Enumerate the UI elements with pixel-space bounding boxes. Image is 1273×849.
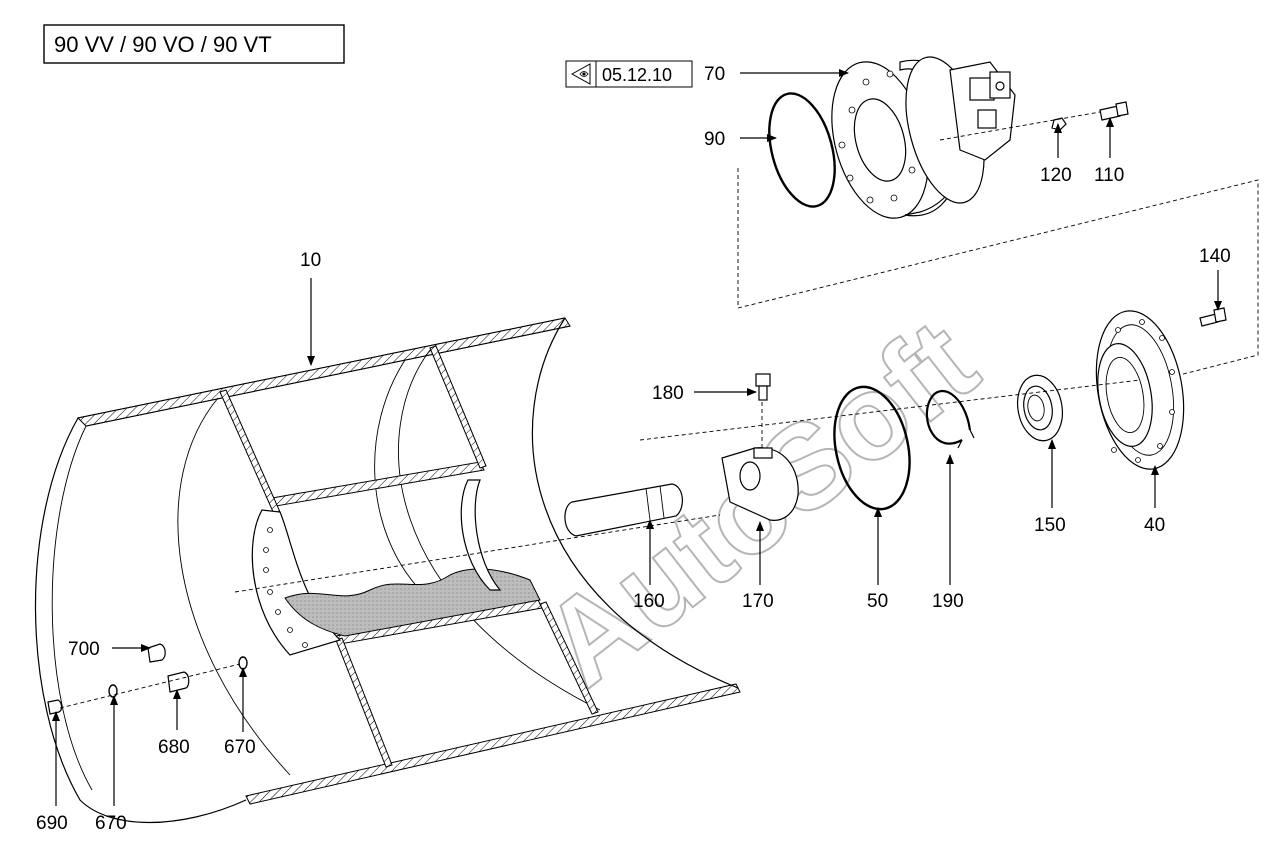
label-70: 70 bbox=[704, 64, 725, 85]
title-box: 90 VV / 90 VO / 90 VT bbox=[43, 24, 345, 64]
label-190: 190 bbox=[932, 591, 964, 612]
title-text: 90 VV / 90 VO / 90 VT bbox=[54, 32, 272, 57]
o-ring-90 bbox=[768, 92, 836, 208]
label-40: 40 bbox=[1144, 515, 1165, 536]
shaft-160 bbox=[564, 483, 683, 537]
label-110: 110 bbox=[1094, 165, 1124, 186]
label-90: 90 bbox=[704, 129, 725, 150]
hydraulic-motor bbox=[831, 56, 1016, 219]
label-180: 180 bbox=[652, 383, 684, 404]
label-160: 160 bbox=[633, 591, 665, 612]
label-140: 140 bbox=[1199, 246, 1231, 267]
reference-tag: 05.12.10 bbox=[565, 60, 693, 88]
washer-670b bbox=[108, 684, 118, 698]
plug-700 bbox=[147, 643, 166, 663]
label-150: 150 bbox=[1034, 515, 1066, 536]
reference-text: 05.12.10 bbox=[602, 65, 672, 85]
label-10: 10 bbox=[300, 250, 321, 271]
o-ring-50 bbox=[833, 385, 911, 511]
washer-670a bbox=[238, 656, 248, 670]
circlip-190 bbox=[925, 389, 975, 449]
part-labels: 10 70 90 120 110 140 180 150 40 160 170 … bbox=[36, 64, 1231, 834]
label-670-b: 670 bbox=[95, 813, 127, 834]
label-120: 120 bbox=[1040, 165, 1072, 186]
label-50: 50 bbox=[867, 591, 888, 612]
bearing-flange-40 bbox=[1095, 310, 1185, 470]
clamp-170 bbox=[721, 447, 799, 521]
label-700: 700 bbox=[68, 639, 100, 660]
drum-shell bbox=[34, 317, 741, 824]
label-670-a: 670 bbox=[224, 737, 256, 758]
leader-lines bbox=[52, 69, 1222, 806]
nipple-680 bbox=[167, 671, 190, 693]
label-680: 680 bbox=[158, 737, 190, 758]
label-170: 170 bbox=[742, 591, 774, 612]
eye-icon bbox=[570, 63, 591, 85]
bearing-150 bbox=[1016, 374, 1064, 442]
bolt-110 bbox=[1099, 101, 1129, 121]
plug-690 bbox=[47, 699, 63, 715]
bolt-140 bbox=[1199, 307, 1227, 327]
label-690: 690 bbox=[36, 813, 68, 834]
screw-180 bbox=[755, 373, 771, 401]
